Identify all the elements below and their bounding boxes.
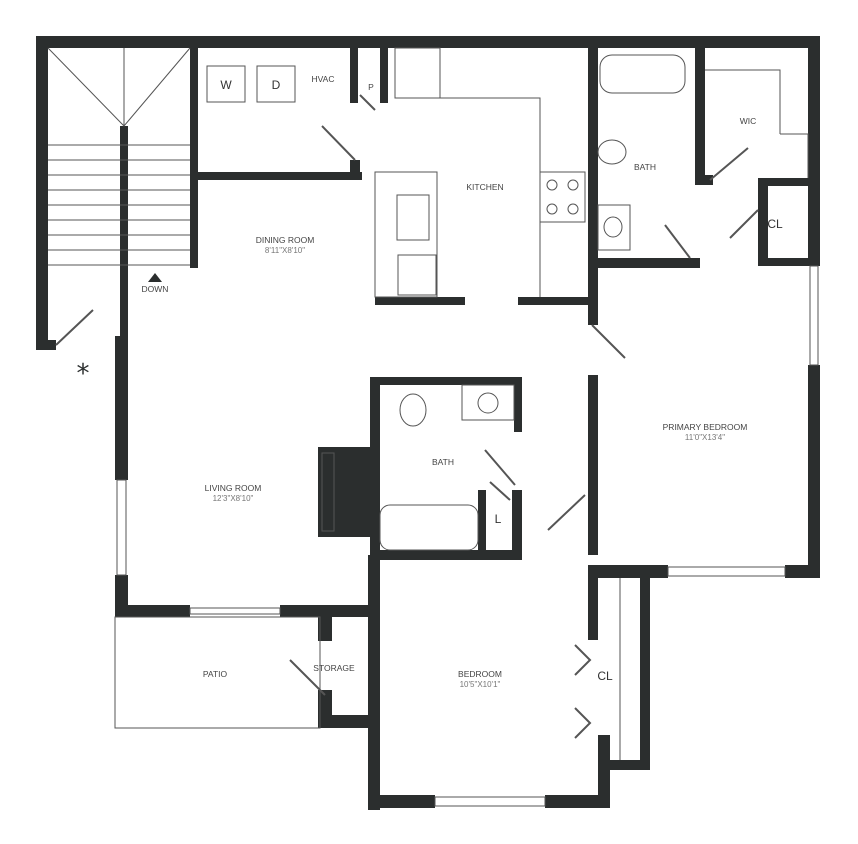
wall xyxy=(380,48,388,103)
primary-bedroom-size: 11'0"X13'4" xyxy=(685,433,725,442)
kitchen-sink-icon xyxy=(396,194,430,241)
wall xyxy=(370,377,380,560)
wall xyxy=(598,760,650,770)
wall xyxy=(785,565,820,578)
walls xyxy=(36,36,820,810)
hall-bath-label: BATH xyxy=(432,457,454,467)
bedroom-label: BEDROOM xyxy=(458,669,502,679)
counter xyxy=(374,171,438,298)
wall xyxy=(368,795,435,808)
wall xyxy=(36,36,48,350)
dryer-icon xyxy=(256,65,296,103)
primary-bedroom-label: PRIMARY BEDROOM xyxy=(663,422,748,432)
entry-marker: * xyxy=(77,359,90,389)
wall xyxy=(370,377,522,385)
counter-edge xyxy=(440,97,541,297)
wall xyxy=(588,375,598,555)
wall xyxy=(375,297,465,305)
stairs xyxy=(47,47,191,282)
wall xyxy=(640,578,650,768)
stair-treads xyxy=(48,144,190,266)
primary-bath-label: BATH xyxy=(634,162,656,172)
wall xyxy=(705,175,713,185)
fireplace-icon xyxy=(321,452,335,532)
patio-label: PATIO xyxy=(203,669,228,679)
wall xyxy=(758,258,808,266)
dining-room-size: 8'11"X8'10" xyxy=(265,246,305,255)
wall xyxy=(120,126,128,346)
wall xyxy=(588,48,598,325)
washer-icon xyxy=(206,65,246,103)
wall xyxy=(36,36,820,48)
down-arrow-icon xyxy=(148,273,162,282)
wall xyxy=(478,490,486,560)
living-room-size: 12'3"X8'10" xyxy=(213,494,254,503)
wall xyxy=(350,48,358,103)
bathtub-icon xyxy=(379,504,479,551)
window xyxy=(667,566,786,577)
bedroom-closet-label: CL xyxy=(597,669,613,683)
wall xyxy=(514,377,522,432)
wall xyxy=(332,715,375,728)
vanity-sink-icon xyxy=(597,204,631,251)
wall xyxy=(758,178,768,266)
wall xyxy=(808,365,820,578)
linen-label: L xyxy=(495,512,502,526)
wall xyxy=(350,160,360,172)
wall xyxy=(545,795,610,808)
hvac-label: HVAC xyxy=(312,74,335,84)
dining-room-label: DINING ROOM xyxy=(256,235,315,245)
wall xyxy=(198,172,362,180)
vanity-sink-icon xyxy=(461,384,515,421)
dryer-label: D xyxy=(272,78,281,92)
primary-closet-label: CL xyxy=(767,217,783,231)
kitchen-label: KITCHEN xyxy=(466,182,503,192)
pantry-label: P xyxy=(368,82,374,92)
stove-icon xyxy=(539,171,586,223)
wall xyxy=(115,336,128,480)
wall xyxy=(598,258,700,268)
door-swings xyxy=(55,94,759,739)
wall xyxy=(512,490,522,560)
wall xyxy=(808,36,820,266)
wall xyxy=(758,178,808,186)
window xyxy=(116,479,127,576)
wall xyxy=(36,340,56,350)
patio-outline xyxy=(114,616,321,729)
stairs-down-label: DOWN xyxy=(142,284,169,294)
wall xyxy=(318,447,370,537)
wall xyxy=(368,555,380,810)
dishwasher-icon xyxy=(397,254,437,296)
wall xyxy=(518,297,598,305)
living-room-label: LIVING ROOM xyxy=(205,483,262,493)
sliding-door xyxy=(189,607,281,615)
window xyxy=(809,265,819,366)
bedroom-size: 10'5"X10'1" xyxy=(460,680,501,689)
wall xyxy=(318,617,332,641)
wic-label: WIC xyxy=(740,116,757,126)
wall xyxy=(588,565,598,640)
wall xyxy=(598,735,610,808)
wall xyxy=(318,690,332,728)
storage-label: STORAGE xyxy=(313,663,355,673)
wall xyxy=(695,48,705,185)
wall xyxy=(280,605,375,617)
bathtub-icon xyxy=(599,54,686,94)
wall xyxy=(598,565,668,578)
wall xyxy=(370,550,520,560)
wall xyxy=(190,48,198,268)
wic-shelf xyxy=(705,69,809,178)
wall xyxy=(115,605,190,617)
washer-label: W xyxy=(220,78,232,92)
fixtures xyxy=(206,47,809,760)
windows xyxy=(114,265,819,807)
refrigerator-icon xyxy=(394,47,441,99)
window xyxy=(434,796,546,807)
toilet-icon xyxy=(399,393,427,427)
stair-landing xyxy=(47,47,191,127)
toilet-icon xyxy=(597,139,627,165)
